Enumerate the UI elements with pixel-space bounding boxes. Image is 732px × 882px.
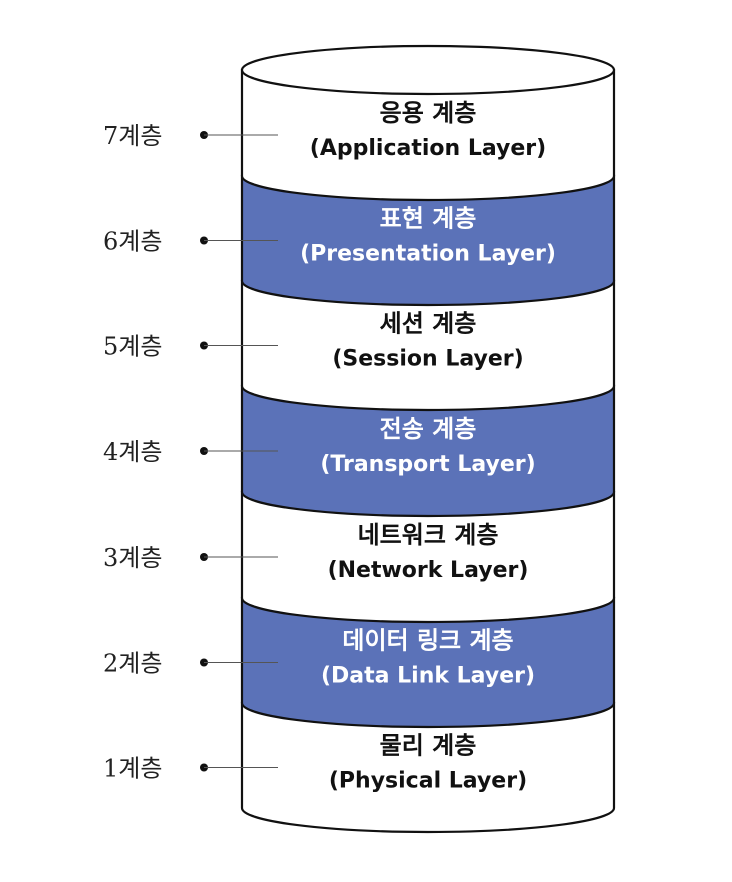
layer-band-4 [240,384,616,518]
layer-english-name-6: (Presentation Layer) [300,242,556,267]
layer-english-name-7: (Application Layer) [310,136,546,161]
layer-band-1 [240,701,616,834]
layer-name-7: 응용 계층 [380,99,477,127]
layer-name-3: 네트워크 계층 [358,521,499,549]
level-label-7: 7계층 [103,122,162,150]
layer-english-name-1: (Physical Layer) [329,769,527,794]
layer-name-6: 표현 계층 [380,205,477,233]
layer-name-4: 전송 계층 [380,415,477,443]
layer-band-5 [240,279,616,412]
level-label-5: 5계층 [103,333,162,361]
layer-labels: 응용 계층 (Application Layer) 표현 계층 (Presentati… [300,99,556,794]
level-label-3: 3계층 [103,544,162,572]
cylinder-top-cap [240,44,616,96]
cylinder-top-ellipse [240,44,616,96]
level-label-6: 6계층 [103,228,162,256]
layer-english-name-3: (Network Layer) [328,558,529,583]
layer-band-7 [240,68,616,202]
layer-band-3 [240,490,616,624]
layer-english-name-2: (Data Link Layer) [321,664,535,689]
layer-name-2: 데이터 링크 계층 [342,627,513,655]
layer-band-6 [240,174,616,307]
level-labels: 7계층 6계층 5계층 4계층 3계층 2계층 1계층 [103,122,278,783]
cylinder-bands [240,68,616,834]
level-label-2: 2계층 [103,650,162,678]
layer-name-5: 세션 계층 [380,310,477,338]
layer-english-name-4: (Transport Layer) [320,452,535,477]
layer-name-1: 물리 계층 [380,732,477,760]
layer-english-name-5: (Session Layer) [332,347,523,372]
level-label-1: 1계층 [103,755,162,783]
layer-band-2 [240,596,616,729]
level-label-4: 4계층 [103,438,162,466]
